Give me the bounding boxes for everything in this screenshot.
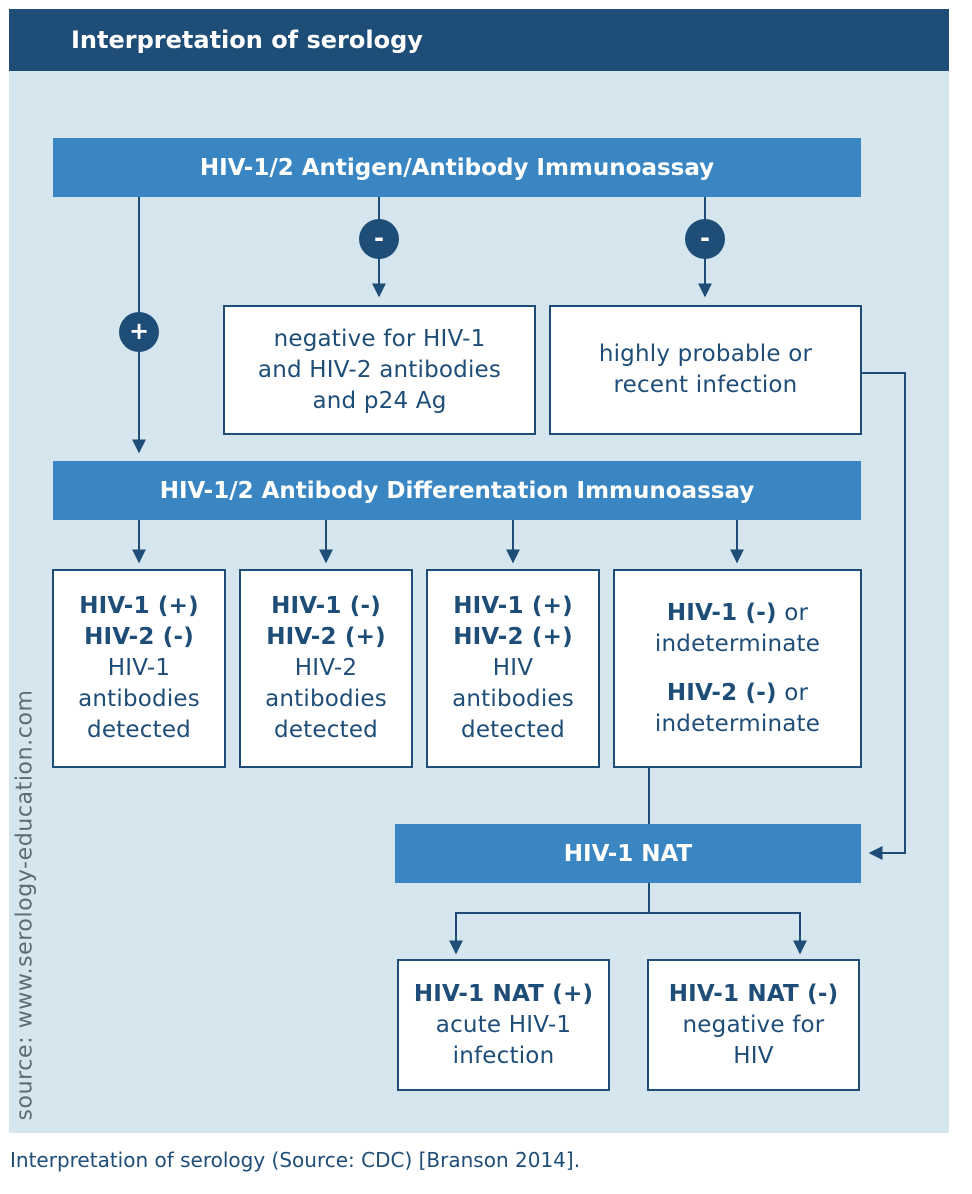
nat-positive-box: HIV-1 NAT (+) acute HIV-1 infection — [397, 959, 610, 1091]
indeterminate-hiv1-line-2: indeterminate — [654, 630, 821, 657]
result-2-line-3: HIV-2 — [294, 655, 358, 681]
result-2-line-1: HIV-1 (-) — [271, 593, 381, 619]
arrow-recent-to-nat — [861, 372, 906, 860]
indeterminate-hiv1-label: HIV-1 (-) — [666, 599, 777, 626]
indeterminate-hiv2-line-2: indeterminate — [654, 710, 821, 737]
recent-line-2: recent infection — [613, 372, 798, 398]
result-box-hiv: HIV-1 (+) HIV-2 (+) HIV antibodies detec… — [426, 569, 600, 768]
result-3-line-2: HIV-2 (+) — [453, 624, 573, 650]
source-watermark: source: www.serology-education.com — [12, 689, 38, 1121]
line-nat-split — [455, 912, 801, 951]
negative-line-1: negative for HIV-1 — [273, 325, 486, 352]
nat-bar: HIV-1 NAT — [395, 824, 861, 883]
minus-sign-recent: - — [685, 219, 725, 259]
nat-negative-line-2: negative for — [682, 1011, 825, 1038]
result-1-line-5: detected — [87, 717, 191, 743]
result-1-line-3: HIV-1 — [107, 655, 171, 681]
recent-line-1: highly probable or — [598, 341, 813, 367]
indeterminate-hiv2-label: HIV-2 (-) — [666, 679, 777, 706]
indeterminate-hiv2-line: HIV-2 (-) or — [667, 678, 808, 709]
negative-result-box: negative for HIV-1 and HIV-2 antibodies … — [223, 305, 536, 435]
nat-positive-line-2: acute HIV-1 — [435, 1011, 572, 1038]
result-1-line-4: antibodies — [78, 686, 200, 712]
nat-negative-line-3: HIV — [733, 1042, 774, 1069]
result-box-hiv2: HIV-1 (-) HIV-2 (+) HIV-2 antibodies det… — [239, 569, 413, 768]
indeterminate-hiv2-or: or — [776, 679, 809, 706]
minus-sign-negative: - — [359, 219, 399, 259]
negative-line-2: and HIV-2 antibodies — [257, 356, 502, 383]
result-2-line-4: antibodies — [265, 686, 387, 712]
result-2-line-2: HIV-2 (+) — [266, 624, 386, 650]
negative-line-3: and p24 Ag — [312, 387, 447, 414]
immunoassay-bar: HIV-1/2 Antigen/Antibody Immunoassay — [53, 138, 861, 197]
panel-header: Interpretation of serology — [9, 9, 949, 71]
result-box-hiv1: HIV-1 (+) HIV-2 (-) HIV-1 antibodies det… — [52, 569, 226, 768]
result-3-line-4: antibodies — [452, 686, 574, 712]
nat-positive-line-3: infection — [452, 1042, 555, 1069]
nat-negative-line-1: HIV-1 NAT (-) — [668, 980, 839, 1007]
indeterminate-hiv1-or: or — [776, 599, 809, 626]
figure-caption: Interpretation of serology (Source: CDC)… — [10, 1148, 581, 1172]
result-1-line-1: HIV-1 (+) — [79, 593, 199, 619]
nat-positive-line-1: HIV-1 NAT (+) — [413, 980, 594, 1007]
differentiation-bar: HIV-1/2 Antibody Differentation Immunoas… — [53, 461, 861, 520]
result-3-line-5: detected — [461, 717, 565, 743]
result-1-line-2: HIV-2 (-) — [84, 624, 194, 650]
recent-infection-box: highly probable or recent infection — [549, 305, 862, 435]
indeterminate-box: HIV-1 (-) or indeterminate HIV-2 (-) or … — [613, 569, 862, 768]
result-3-line-3: HIV — [492, 655, 534, 681]
nat-negative-box: HIV-1 NAT (-) negative for HIV — [647, 959, 860, 1091]
plus-sign: + — [119, 312, 159, 352]
result-3-line-1: HIV-1 (+) — [453, 593, 573, 619]
result-2-line-5: detected — [274, 717, 378, 743]
indeterminate-hiv1-line: HIV-1 (-) or — [667, 598, 808, 629]
